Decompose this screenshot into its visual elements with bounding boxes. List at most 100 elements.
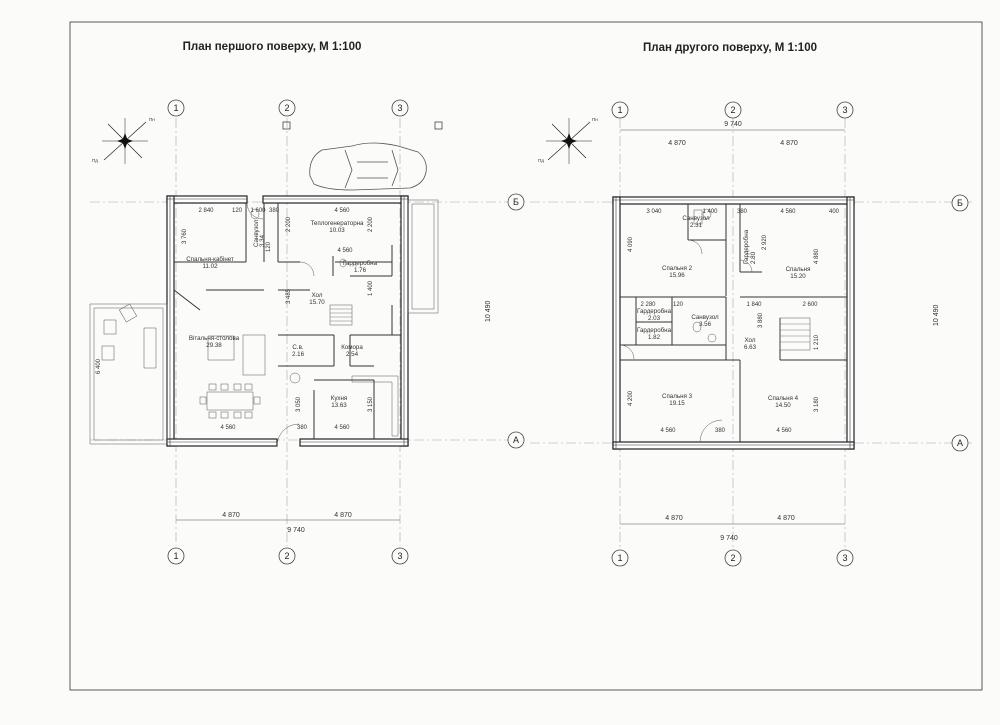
floor2-plan: Санвузол 2.31 Спальня 2 15.96 Гардеробна…	[612, 121, 940, 542]
svg-text:3: 3	[842, 105, 847, 115]
bay-dimension: 4 870	[222, 512, 240, 519]
svg-text:2 280: 2 280	[640, 302, 656, 308]
compass-rose-first: Пн Пд	[92, 117, 155, 164]
svg-text:2: 2	[730, 553, 735, 563]
room-area: 15.70	[309, 299, 325, 306]
bay-dimension: 4 870	[334, 512, 352, 519]
svg-text:1: 1	[173, 551, 178, 561]
height-dimension: 10 490	[485, 300, 492, 322]
svg-text:3: 3	[842, 553, 847, 563]
svg-text:Б: Б	[957, 198, 963, 208]
svg-text:3 760: 3 760	[182, 228, 188, 244]
room-area: 19.15	[669, 400, 685, 407]
svg-text:3 050: 3 050	[296, 396, 302, 412]
svg-text:4 200: 4 200	[628, 390, 634, 406]
room-label: Санвузол	[253, 219, 260, 247]
svg-text:120: 120	[232, 208, 243, 214]
svg-text:1: 1	[173, 103, 178, 113]
svg-text:1 400: 1 400	[702, 209, 718, 215]
room-area: 2.54	[346, 351, 359, 358]
room-area: 2.31	[690, 222, 703, 229]
svg-text:А: А	[513, 435, 519, 445]
room-label: Гардеробна	[637, 327, 672, 334]
wall	[166, 195, 248, 204]
wall	[612, 196, 855, 205]
svg-text:Пд: Пд	[92, 158, 98, 163]
svg-text:120: 120	[266, 241, 272, 252]
room-label: Гардеробна	[637, 308, 672, 315]
room-label: Санвузол	[691, 314, 719, 321]
wall	[166, 438, 278, 447]
svg-text:380: 380	[737, 209, 748, 215]
room-area: 2.03	[648, 315, 661, 322]
wall	[612, 196, 621, 450]
room-label: Вітальня-столова	[189, 335, 240, 342]
svg-text:3 880: 3 880	[758, 312, 764, 328]
svg-text:380: 380	[715, 428, 726, 434]
svg-text:2: 2	[284, 103, 289, 113]
room-area: 1.76	[354, 267, 367, 274]
svg-text:2: 2	[730, 105, 735, 115]
room-area: 2.80	[750, 251, 757, 264]
room-label: Гардеробна	[743, 229, 750, 264]
room-label: Гардеробна	[343, 260, 378, 267]
title-second-floor: План другого поверху, М 1:100	[643, 42, 817, 54]
svg-text:4 090: 4 090	[628, 236, 634, 252]
svg-text:4 560: 4 560	[660, 428, 676, 434]
room-area: 1.82	[648, 334, 661, 341]
svg-text:3 485: 3 485	[286, 288, 292, 304]
room-label: Спальня-кабінет	[186, 256, 234, 263]
room-area: 2.16	[292, 351, 305, 358]
compass-rose-second: Пн Пд	[538, 117, 598, 164]
svg-text:3: 3	[397, 551, 402, 561]
room-area: 6.63	[744, 344, 757, 351]
room-area: 3.56	[699, 321, 712, 328]
svg-text:2 920: 2 920	[762, 234, 768, 250]
room-area: 13.63	[331, 402, 347, 409]
svg-text:А: А	[957, 438, 963, 448]
bay-dimension: 4 870	[777, 515, 795, 522]
floor1-plan: Спальня-кабінет 11.02 Санвузол 3.34 Тепл…	[89, 195, 492, 534]
room-label: Спальня 2	[662, 265, 693, 272]
svg-text:4 560: 4 560	[776, 428, 792, 434]
wall	[166, 195, 175, 447]
svg-text:Пд: Пд	[538, 158, 544, 163]
svg-text:3 040: 3 040	[646, 209, 662, 215]
svg-text:4 560: 4 560	[334, 208, 350, 214]
svg-text:1 400: 1 400	[368, 280, 374, 296]
room-area: 14.50	[775, 402, 791, 409]
room-label: Спальня 4	[768, 395, 799, 402]
svg-text:4 560: 4 560	[337, 248, 353, 254]
svg-text:4 880: 4 880	[814, 248, 820, 264]
svg-text:2: 2	[284, 551, 289, 561]
svg-text:1 600: 1 600	[250, 208, 266, 214]
total-dimension: 9 740	[287, 527, 305, 534]
svg-text:1 210: 1 210	[814, 334, 820, 350]
room-area: 15.20	[790, 273, 806, 280]
svg-text:3 150: 3 150	[368, 396, 374, 412]
total-dimension: 9 740	[720, 535, 738, 542]
svg-text:380: 380	[297, 425, 308, 431]
room-area: 15.96	[669, 272, 685, 279]
room-label: Комора	[341, 344, 363, 351]
column-marker	[434, 121, 443, 130]
room-label: Спальня	[786, 266, 811, 273]
room-label: Спальня 3	[662, 393, 693, 400]
room-label: С.в.	[292, 344, 303, 351]
wall	[612, 441, 855, 450]
room-area: 10.03	[329, 227, 345, 234]
room-label: Хол	[312, 292, 323, 299]
room-label: Теплогенераторна	[310, 220, 364, 227]
title-first-floor: План першого поверху, М 1:100	[183, 41, 362, 53]
room-area: 11.02	[202, 263, 218, 270]
svg-text:Пн: Пн	[149, 117, 155, 122]
bay-dimension: 4 870	[665, 515, 683, 522]
column-marker	[282, 121, 291, 130]
room-label: Хол	[745, 337, 756, 344]
svg-text:2 840: 2 840	[198, 208, 214, 214]
svg-text:400: 400	[829, 209, 840, 215]
axis-markers: 1 2 3 1 2 3 Б А 1 2 3 1 2 3 Б А	[167, 99, 969, 567]
svg-text:Б: Б	[513, 197, 519, 207]
height-dimension: 10 490	[933, 304, 940, 326]
